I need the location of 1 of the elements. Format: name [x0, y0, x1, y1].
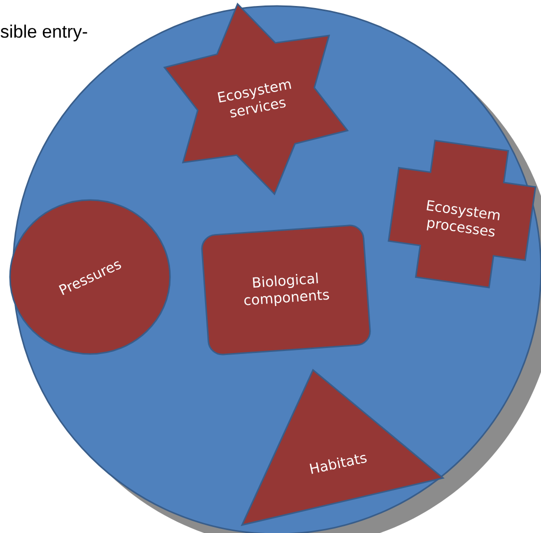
text-fragment: sible entry-: [0, 24, 88, 42]
